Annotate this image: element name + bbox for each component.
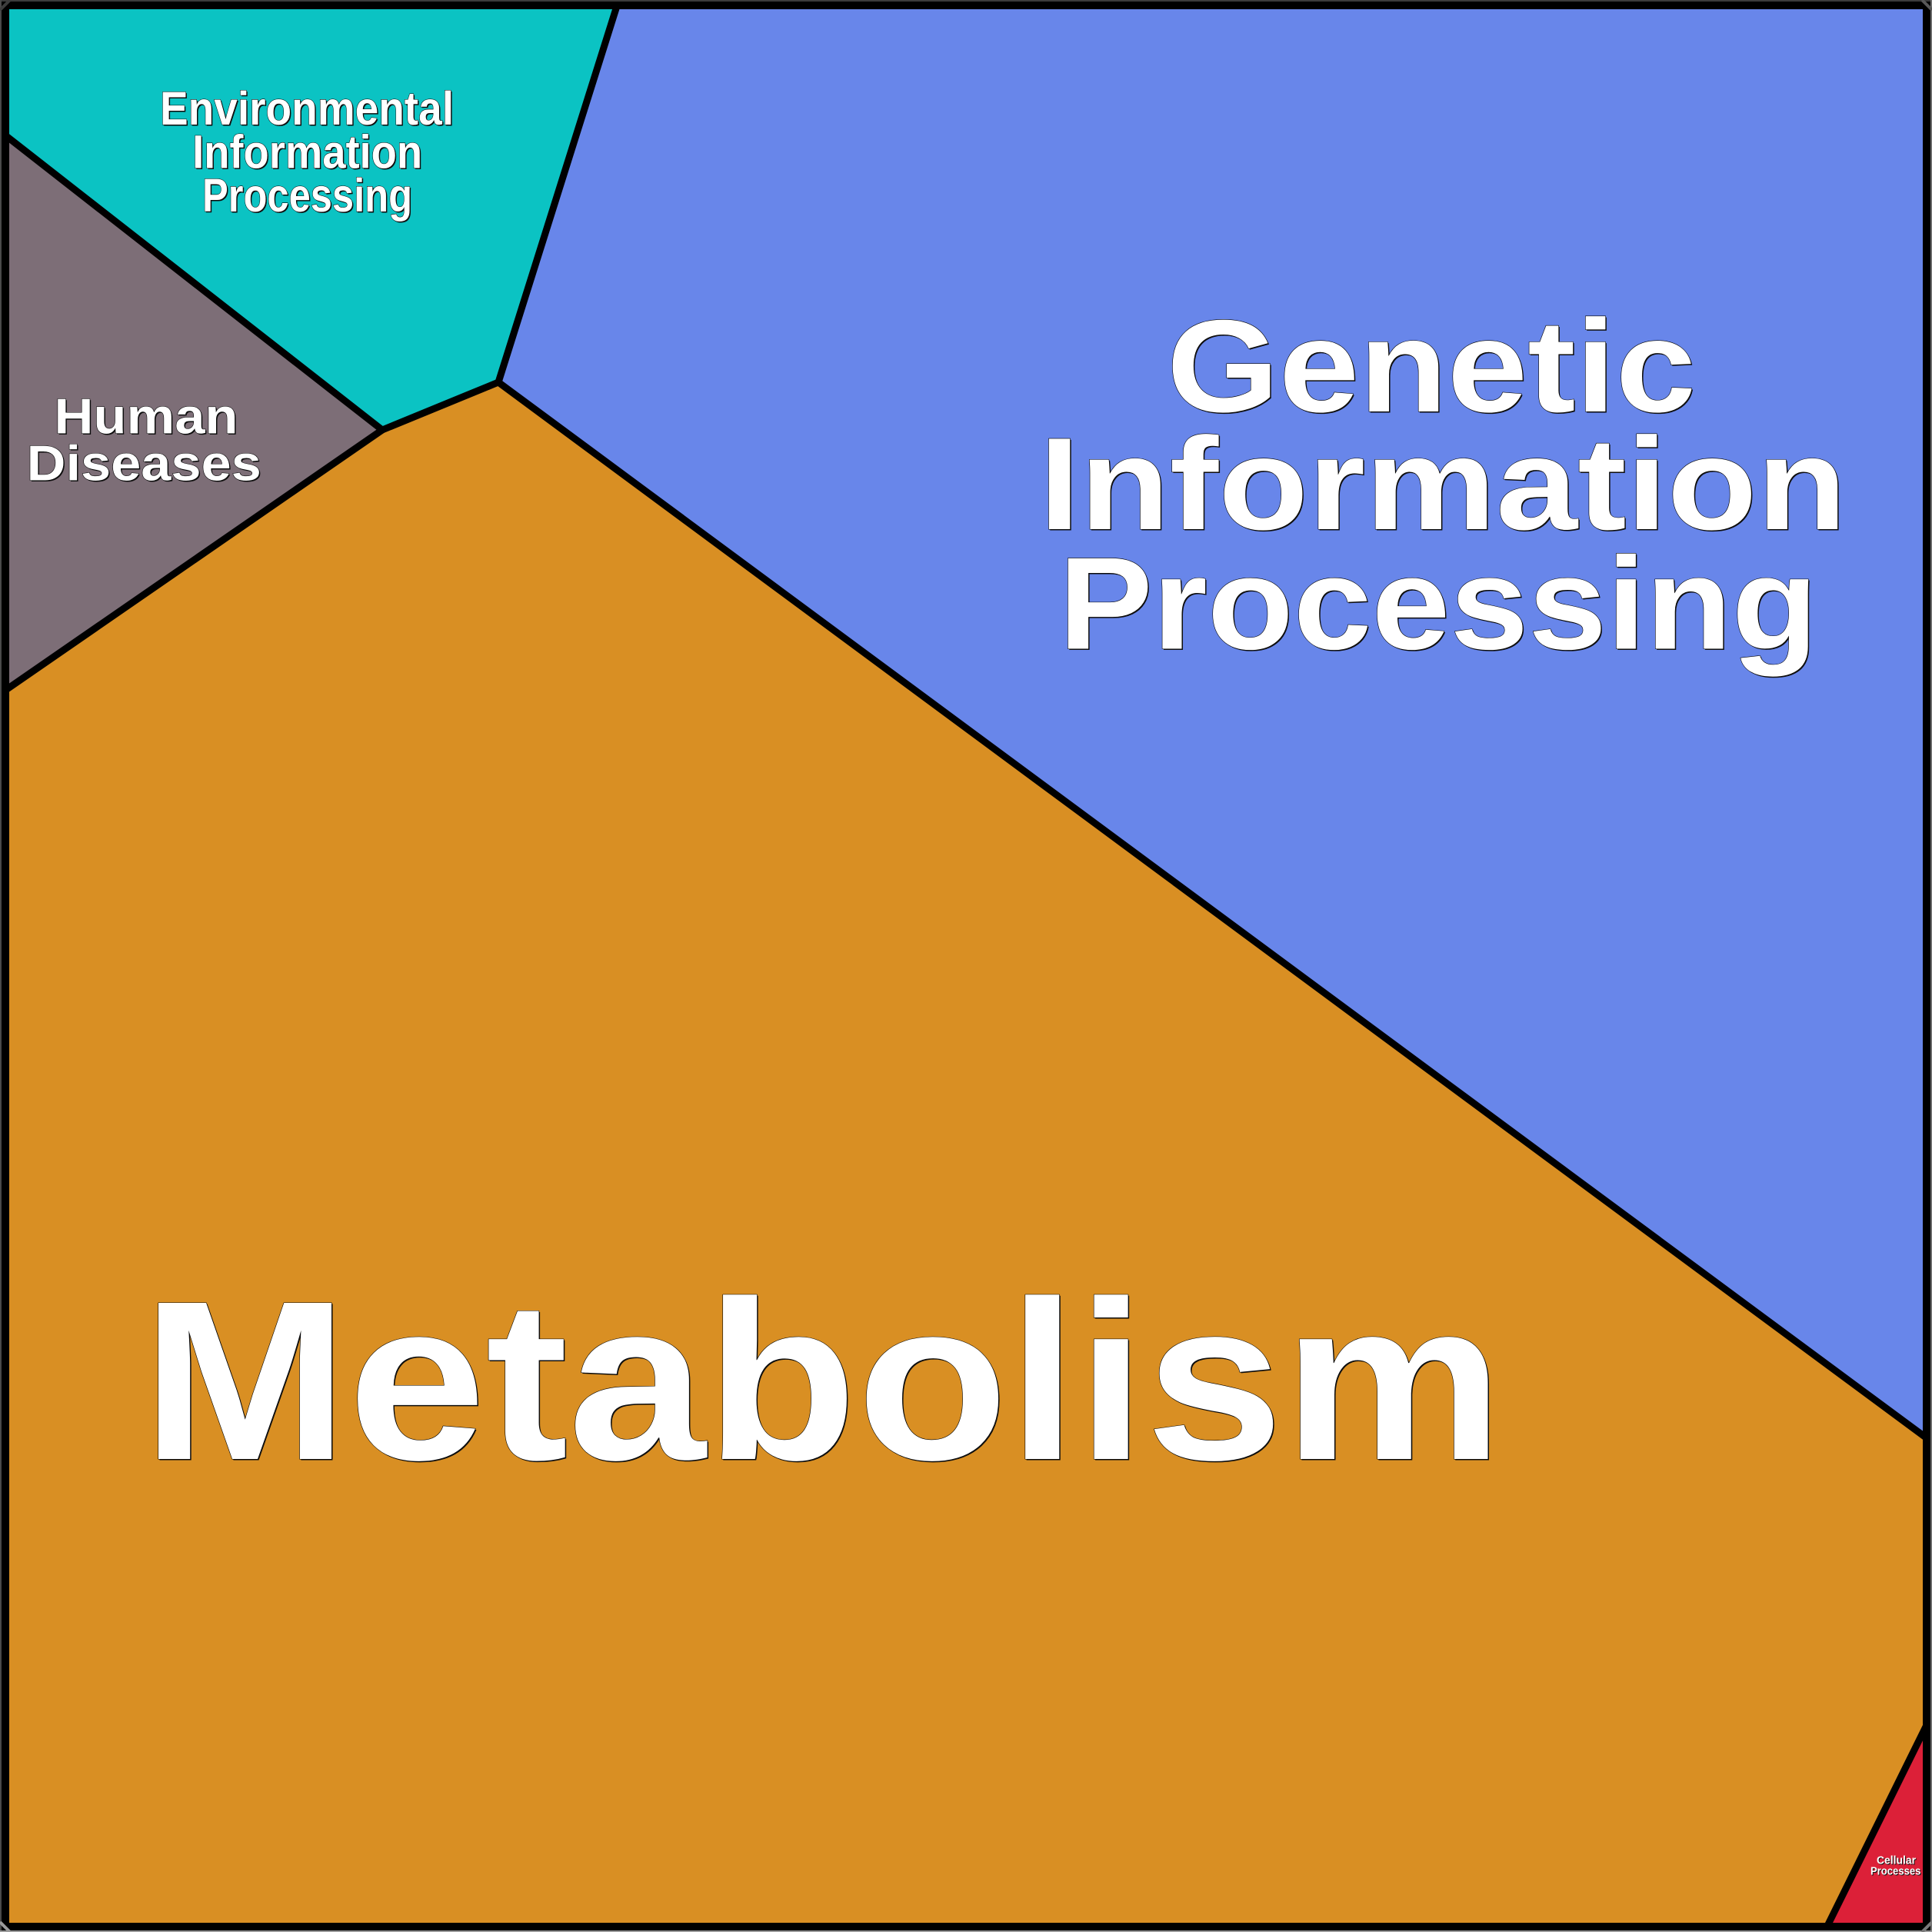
svg-text:Information: Information bbox=[1041, 412, 1848, 559]
svg-text:Information: Information bbox=[194, 127, 424, 179]
svg-text:Processes: Processes bbox=[1870, 1865, 1921, 1877]
svg-text:Metabolism: Metabolism bbox=[143, 1255, 1504, 1509]
svg-text:Information: Information bbox=[192, 126, 422, 178]
svg-text:Processing: Processing bbox=[1060, 531, 1819, 678]
svg-text:Diseases: Diseases bbox=[28, 436, 262, 492]
svg-text:Human: Human bbox=[55, 389, 239, 445]
svg-text:Processing: Processing bbox=[1059, 531, 1818, 678]
svg-text:Information: Information bbox=[1039, 411, 1847, 558]
svg-text:Processing: Processing bbox=[202, 169, 412, 222]
svg-text:Cellular: Cellular bbox=[1877, 1855, 1916, 1867]
svg-text:Genetic: Genetic bbox=[1168, 295, 1697, 441]
svg-text:Processes: Processes bbox=[1871, 1866, 1922, 1878]
svg-text:Human: Human bbox=[55, 388, 238, 445]
svg-text:Environmental: Environmental bbox=[160, 82, 454, 135]
svg-text:Cellular: Cellular bbox=[1877, 1856, 1917, 1868]
svg-text:Processing: Processing bbox=[204, 171, 414, 223]
svg-text:Diseases: Diseases bbox=[27, 435, 261, 491]
svg-text:Metabolism: Metabolism bbox=[142, 1254, 1504, 1507]
svg-text:Genetic: Genetic bbox=[1167, 293, 1696, 440]
svg-text:Environmental: Environmental bbox=[162, 84, 455, 136]
